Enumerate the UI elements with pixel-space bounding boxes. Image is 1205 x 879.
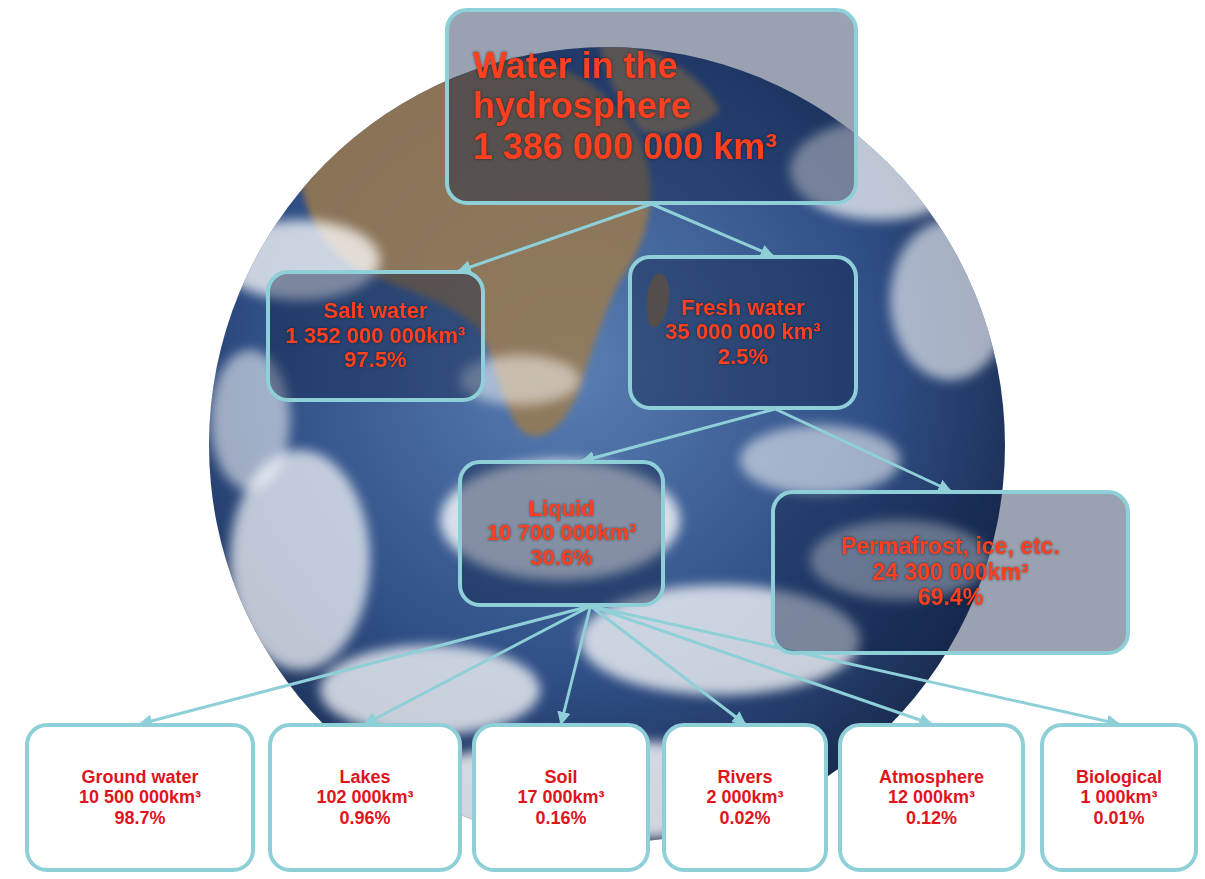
water-box: Permafrost, ice, etc.24 300 000km³69.4% [771,490,1130,655]
box-text: Soil [484,767,638,787]
flow-arrow [140,606,590,724]
box-text: Salt water [278,299,473,324]
box-text: Ground water [37,767,243,787]
box-text: Biological [1052,767,1186,787]
water-box: Salt water1 352 000 000km³97.5% [266,270,485,402]
box-text: 1 386 000 000 km³ [473,127,830,167]
flow-arrow [561,606,590,724]
box-text: 97.5% [278,348,473,373]
box-text: Liquid [470,497,653,522]
earth-surface [210,40,1010,840]
box-text: 0.12% [850,808,1013,828]
box-text: 10 500 000km³ [37,787,243,807]
box-text: Atmosphere [850,767,1013,787]
box-text: 2 000km³ [674,787,816,807]
water-box: Soil17 000km³0.16% [472,723,650,872]
water-box: Lakes102 000km³0.96% [268,723,462,872]
box-text: 0.02% [674,808,816,828]
water-box: Ground water10 500 000km³98.7% [25,723,255,872]
box-text: 12 000km³ [850,787,1013,807]
box-text: 10 700 000km³ [470,521,653,546]
water-box: Fresh water35 000 000 km³2.5% [628,255,858,410]
flow-arrow [652,204,773,256]
box-text: 35 000 000 km³ [640,320,846,345]
box-text: 0.01% [1052,808,1186,828]
water-box: Liquid10 700 000km³30.6% [458,460,665,607]
flow-arrow [775,409,950,491]
water-box: Atmosphere12 000km³0.12% [838,723,1025,872]
box-text: 98.7% [37,808,243,828]
box-text: Rivers [674,767,816,787]
box-text: Fresh water [640,296,846,321]
water-box: Water in the hydrosphere1 386 000 000 km… [445,8,858,205]
box-text: Water in the hydrosphere [473,46,830,127]
flow-arrow [582,409,775,461]
flow-arrow [459,204,652,271]
box-text: 0.16% [484,808,638,828]
flow-arrow [365,606,590,724]
box-text: 30.6% [470,546,653,571]
box-text: Permafrost, ice, etc. [783,534,1118,560]
box-text: 1 000km³ [1052,787,1186,807]
water-box: Biological1 000km³0.01% [1040,723,1198,872]
box-text: Lakes [280,767,450,787]
box-text: 2.5% [640,345,846,370]
box-text: 24 300 000km³ [783,560,1118,586]
water-box: Rivers2 000km³0.02% [662,723,828,872]
box-text: 0.96% [280,808,450,828]
box-text: 1 352 000 000km³ [278,324,473,349]
box-text: 17 000km³ [484,787,638,807]
box-text: 102 000km³ [280,787,450,807]
box-text: 69.4% [783,585,1118,611]
